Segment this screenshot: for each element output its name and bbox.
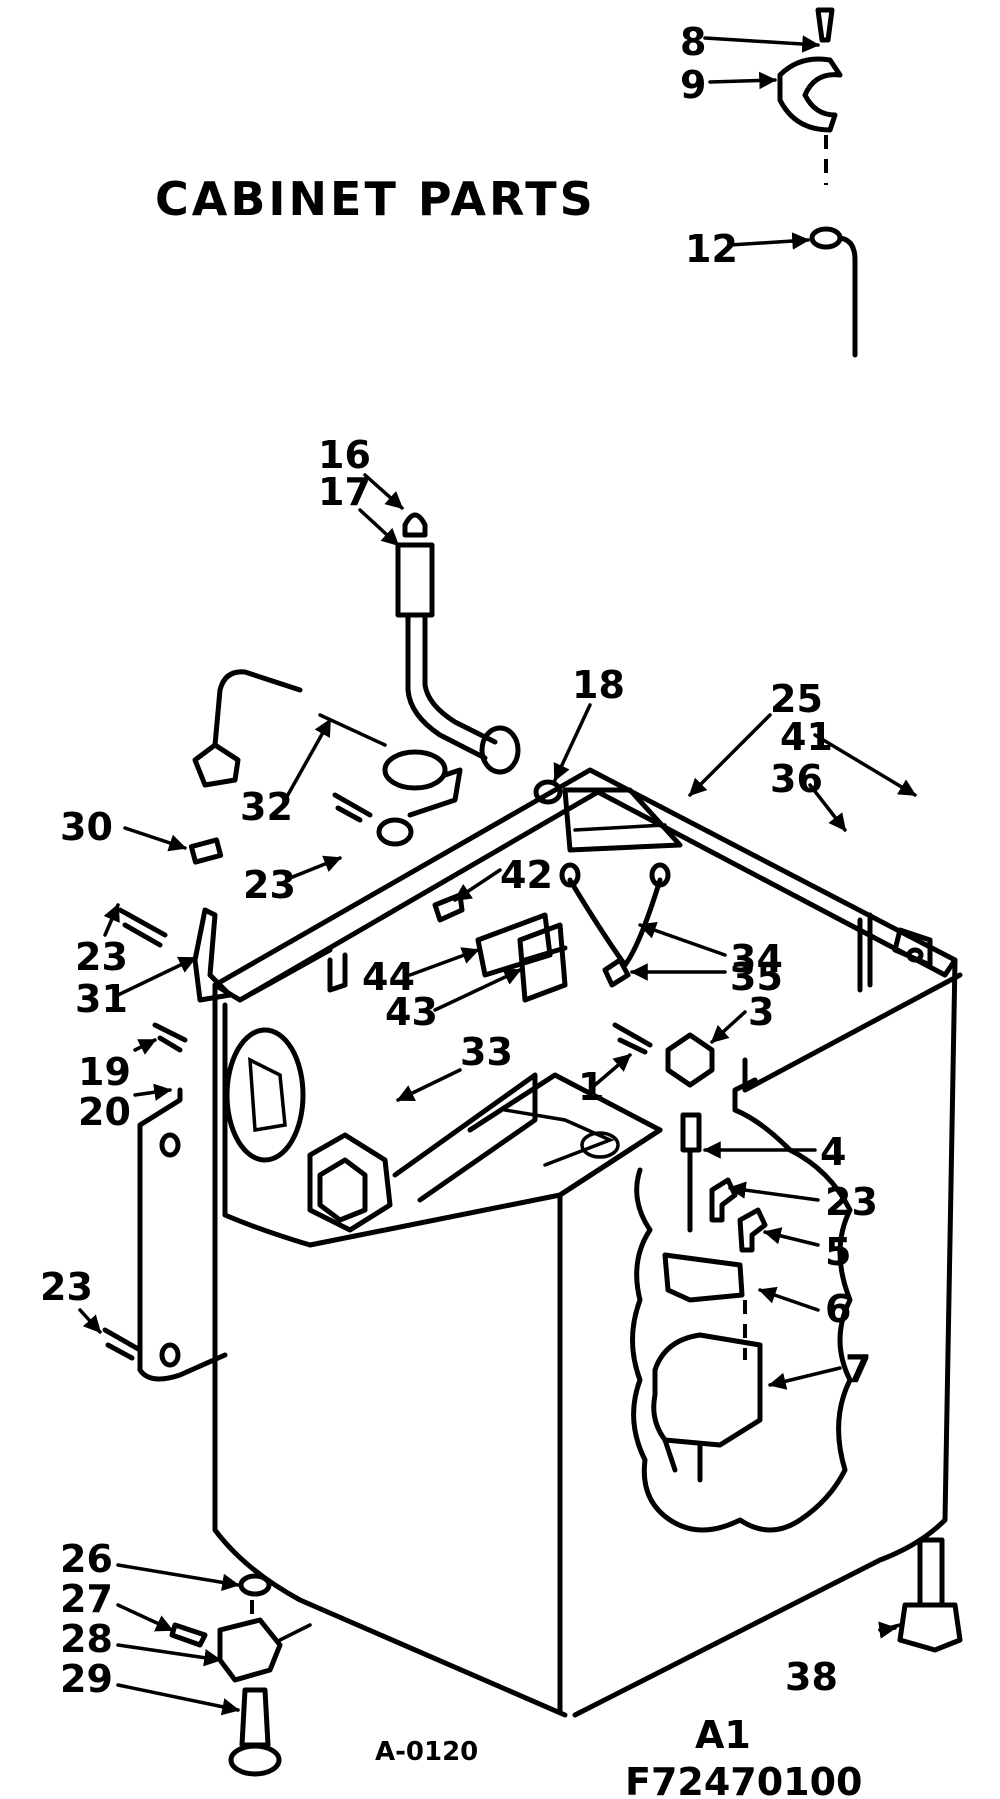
callout-3: 3 xyxy=(748,990,774,1034)
cabinet-body xyxy=(212,767,963,1718)
center-control-parts xyxy=(432,862,715,1088)
callout-42: 42 xyxy=(500,853,553,897)
callout-20: 20 xyxy=(78,1090,131,1134)
callout-9: 9 xyxy=(680,63,706,107)
callout-26: 26 xyxy=(60,1537,113,1581)
callout-32: 32 xyxy=(240,785,293,829)
callout-23-lower-left: 23 xyxy=(40,1265,93,1309)
callout-leader-lines xyxy=(78,35,917,1716)
back-panel-bracket xyxy=(102,1022,228,1382)
callout-29: 29 xyxy=(60,1657,113,1701)
callout-labels: 8 9 12 16 17 18 25 41 36 30 32 23 42 23 … xyxy=(40,20,878,1701)
callout-41: 41 xyxy=(780,715,833,759)
diagram-title: CABINET PARTS xyxy=(155,172,596,226)
callout-6: 6 xyxy=(825,1287,851,1331)
callout-4: 4 xyxy=(820,1130,846,1174)
callout-33: 33 xyxy=(460,1030,513,1074)
callout-19: 19 xyxy=(78,1050,131,1094)
callout-23-left: 23 xyxy=(75,935,128,979)
callout-16: 16 xyxy=(318,433,371,477)
callout-28: 28 xyxy=(60,1617,113,1661)
callout-34: 34 xyxy=(730,937,783,981)
revision-code: A1 xyxy=(695,1713,751,1757)
left-bracket-parts xyxy=(117,837,233,1003)
callout-17: 17 xyxy=(318,470,371,514)
callout-23-upper: 23 xyxy=(243,863,296,907)
callout-7: 7 xyxy=(845,1347,871,1391)
callout-27: 27 xyxy=(60,1577,113,1621)
callout-43: 43 xyxy=(385,990,438,1034)
part-number: F72470100 xyxy=(625,1760,862,1799)
callout-12: 12 xyxy=(685,227,738,271)
callout-25: 25 xyxy=(770,677,823,721)
callout-44: 44 xyxy=(362,955,415,999)
callout-31: 31 xyxy=(75,977,128,1021)
callout-38: 38 xyxy=(785,1655,838,1699)
callout-23-right: 23 xyxy=(825,1180,878,1224)
drawing-code: A-0120 xyxy=(375,1737,478,1767)
callout-30: 30 xyxy=(60,805,113,849)
cutaway-motor-assembly xyxy=(630,1077,963,1653)
fill-hose-assembly xyxy=(192,512,563,847)
callout-18: 18 xyxy=(572,663,625,707)
callout-36: 36 xyxy=(770,757,823,801)
callout-5: 5 xyxy=(825,1230,851,1274)
callout-1: 1 xyxy=(578,1065,604,1109)
callout-8: 8 xyxy=(680,20,706,64)
hose-clamp-assembly xyxy=(777,7,858,358)
callout-35: 35 xyxy=(730,955,783,999)
front-leg-assembly xyxy=(169,1573,312,1777)
